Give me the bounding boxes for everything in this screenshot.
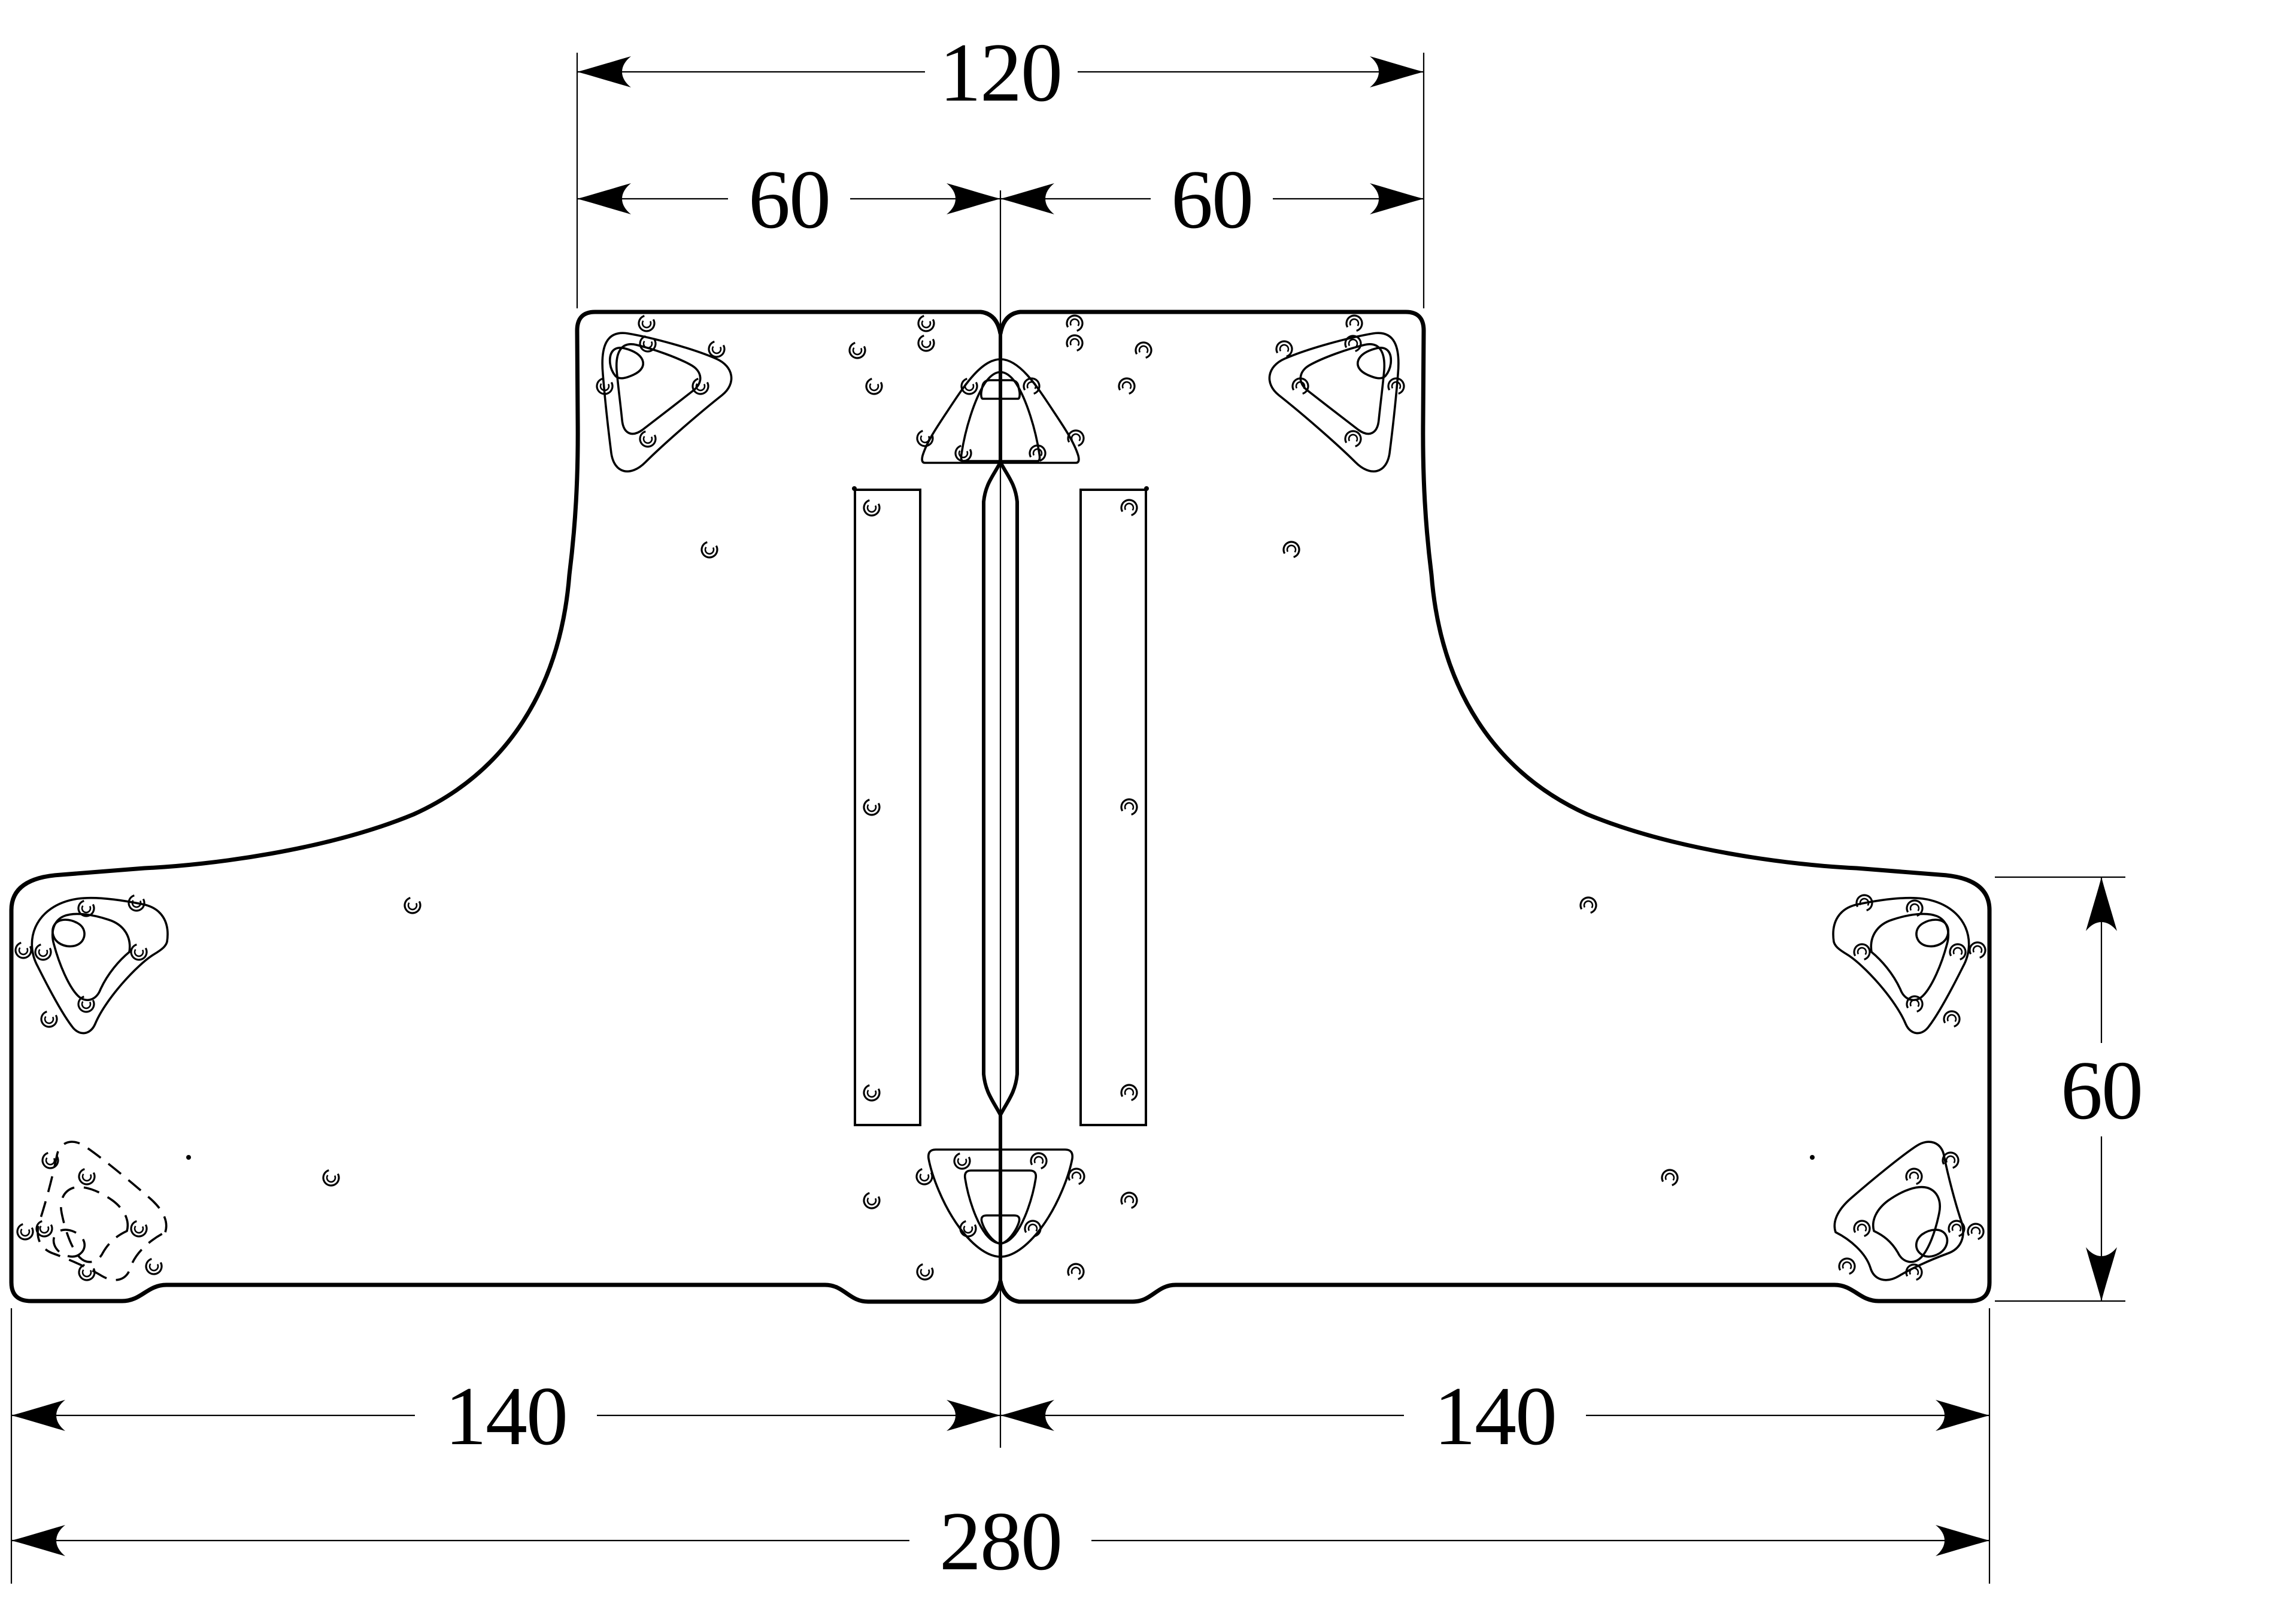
screw-hole: [635, 311, 659, 335]
screw-hole: [1279, 538, 1303, 562]
screw-hole: [319, 1166, 343, 1190]
screw-hole: [913, 1260, 937, 1284]
screw-hole: [950, 1149, 974, 1173]
dim-side-height-label: 60: [2061, 1044, 2142, 1137]
screw-hole: [956, 1217, 980, 1241]
screw-hole: [1063, 311, 1087, 335]
dimension-top-width: 120: [576, 26, 1425, 308]
screw-hole: [860, 1081, 884, 1105]
screw-hole: [1966, 938, 1989, 962]
screw-hole: [1132, 338, 1155, 362]
extension-line: [576, 53, 1425, 308]
screw-hole: [1064, 426, 1088, 450]
gusset-left-end: [31, 896, 169, 1035]
center-mark-dot: [1144, 486, 1149, 491]
screw-hole: [1020, 374, 1044, 398]
screw-hole: [914, 311, 938, 335]
dim-top-half-right-label: 60: [1171, 153, 1252, 246]
screw-hole: [1964, 1220, 1988, 1244]
gusset-top-left: [601, 332, 733, 473]
dimension-bottom-half-right: 140: [1000, 1370, 1989, 1463]
dimension-top-half-left: 60: [577, 153, 1000, 246]
screw-hole: [1658, 1166, 1682, 1190]
screw-hole: [697, 538, 721, 562]
screw-hole: [11, 938, 35, 962]
screw-hole: [13, 1220, 37, 1244]
screw-hole: [1115, 374, 1139, 398]
dim-bottom-half-right-label: 140: [1434, 1370, 1556, 1463]
dimension-side-height: 60: [1995, 876, 2143, 1302]
dim-top-width-label: 120: [939, 26, 1061, 119]
screw-hole: [845, 338, 869, 362]
screw-hole: [32, 1217, 56, 1241]
screw-hole: [1117, 1188, 1141, 1212]
screw-hole: [1902, 1165, 1926, 1188]
screw-hole: [860, 1188, 884, 1212]
dimension-bottom-half-left: 140: [10, 1308, 1991, 1584]
center-mark-dot: [852, 486, 857, 491]
center-mark-dot: [1810, 1155, 1815, 1160]
screw-hole: [1576, 893, 1600, 917]
screw-hole: [142, 1254, 166, 1278]
screw-hole: [37, 1007, 61, 1031]
screw-hole: [913, 426, 937, 450]
mounting-slot-left: [854, 489, 921, 1126]
screw-hole: [1835, 1254, 1859, 1278]
screw-hole: [1021, 1217, 1045, 1241]
screw-hole: [1850, 1217, 1874, 1241]
extension-line: [10, 1308, 1991, 1584]
screw-hole: [914, 331, 938, 355]
screw-hole: [75, 1165, 99, 1188]
screw-hole: [1063, 331, 1087, 355]
screw-hole: [860, 496, 884, 520]
dimension-total-width: 280: [11, 1495, 1989, 1588]
screw-hole: [1117, 496, 1141, 520]
mounting-slot-right: [1079, 489, 1147, 1126]
extension-line: [1995, 876, 2125, 1302]
screw-hole: [1342, 311, 1366, 335]
screw-hole: [1945, 1217, 1969, 1241]
screw-hole: [401, 893, 424, 917]
screw-hole: [1027, 1149, 1051, 1173]
dim-total-width-label: 280: [939, 1495, 1061, 1588]
screw-hole: [127, 1217, 151, 1241]
screw-hole: [1117, 795, 1141, 819]
screw-hole: [1288, 374, 1312, 398]
screw-hole: [1064, 1260, 1088, 1284]
screw-hole: [862, 374, 886, 398]
screw-hole: [1117, 1081, 1141, 1105]
screw-hole: [1940, 1007, 1964, 1031]
center-mark-dot: [186, 1155, 191, 1160]
screw-hole: [860, 795, 884, 819]
dim-bottom-half-left-label: 140: [445, 1370, 567, 1463]
center-marks-layer: [186, 486, 1815, 1160]
dimension-top-half-right: 60: [1000, 153, 1424, 246]
gusset-top-right: [1268, 332, 1400, 473]
dim-top-half-left-label: 60: [748, 153, 830, 246]
